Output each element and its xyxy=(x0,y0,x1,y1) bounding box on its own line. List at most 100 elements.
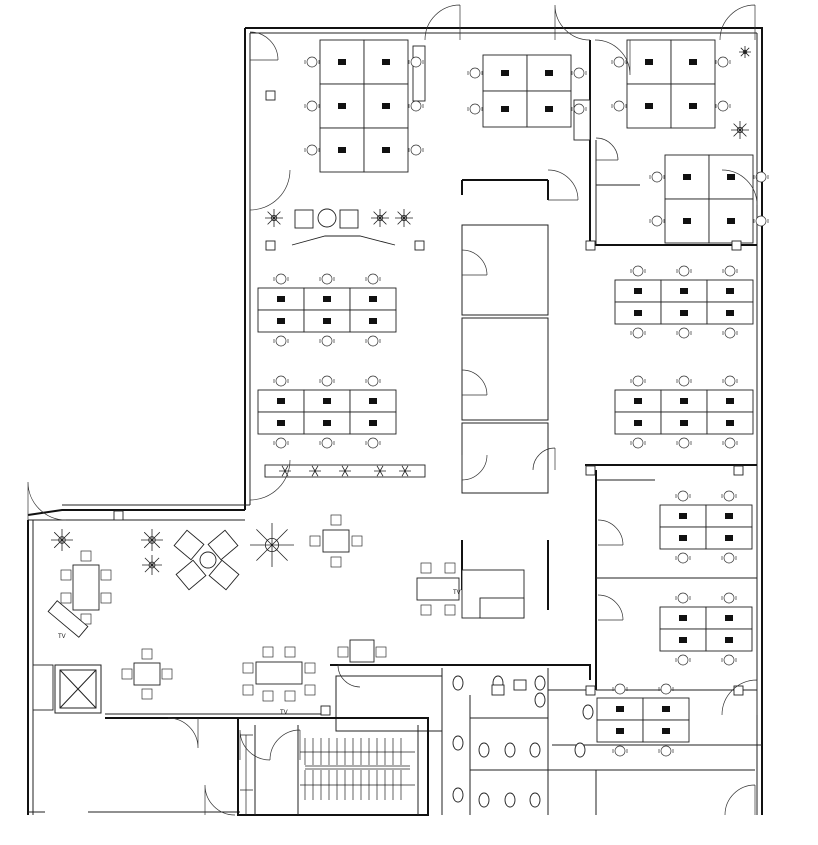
monitor xyxy=(680,398,688,404)
office-chair xyxy=(678,327,690,339)
office-chair xyxy=(632,375,644,387)
monitor xyxy=(725,615,733,621)
plants xyxy=(51,46,751,575)
monitor xyxy=(680,310,688,316)
door-swing xyxy=(249,169,291,211)
office-chair xyxy=(723,654,735,666)
planter-leaves xyxy=(279,465,291,477)
monitor xyxy=(680,420,688,426)
dining-chair xyxy=(262,646,274,658)
planter-leaves xyxy=(374,465,386,477)
monitor xyxy=(634,288,642,294)
toilet xyxy=(574,742,586,758)
chair-arms xyxy=(273,339,289,343)
monitor xyxy=(277,318,285,324)
door-swing xyxy=(554,4,591,41)
chair-arms xyxy=(649,175,665,179)
dining-chair xyxy=(420,562,432,574)
monitor xyxy=(679,535,687,541)
office-chair xyxy=(678,437,690,449)
monitor xyxy=(679,637,687,643)
door-swing xyxy=(595,137,619,161)
column xyxy=(113,510,124,521)
chair-arms xyxy=(273,441,289,445)
monitor xyxy=(726,310,734,316)
plant-leaves xyxy=(739,46,751,58)
monitor xyxy=(338,59,346,65)
toilet xyxy=(478,792,490,808)
office-chair xyxy=(614,683,626,695)
monitor xyxy=(634,398,642,404)
door-swing xyxy=(724,784,756,816)
monitor xyxy=(727,174,735,180)
monitor xyxy=(338,103,346,109)
plant-leaves xyxy=(265,209,283,227)
office-chair xyxy=(660,745,672,757)
chair-arms xyxy=(408,104,424,108)
chair-arms xyxy=(630,441,646,445)
dining-chair xyxy=(330,514,342,526)
chair-arms xyxy=(571,71,587,75)
office-chair xyxy=(613,56,625,68)
dining-chair xyxy=(80,613,92,625)
plant-leaves xyxy=(731,121,749,139)
column xyxy=(320,705,331,716)
toilet xyxy=(529,742,541,758)
door-swing xyxy=(547,169,579,201)
tv-label-lounge: TV xyxy=(58,634,66,640)
column xyxy=(731,240,742,251)
sink xyxy=(513,679,527,691)
dining-chair xyxy=(444,562,456,574)
office-chair xyxy=(469,67,481,79)
office-chair xyxy=(410,56,422,68)
monitor xyxy=(323,398,331,404)
chair-arms xyxy=(676,269,692,273)
office-chair xyxy=(321,437,333,449)
door-swing xyxy=(461,454,488,481)
chair-arms xyxy=(649,219,665,223)
column xyxy=(733,465,744,476)
door-swing xyxy=(269,729,301,761)
office-chair xyxy=(717,100,729,112)
monitor xyxy=(616,728,624,734)
monitor xyxy=(726,288,734,294)
chair-arms xyxy=(721,556,737,560)
plant-leaves xyxy=(250,523,294,567)
monitor xyxy=(645,59,653,65)
door-swing xyxy=(719,4,756,41)
office-chair xyxy=(677,490,689,502)
chair-arms xyxy=(721,494,737,498)
chair-arms xyxy=(715,104,731,108)
dining-chair xyxy=(309,535,321,547)
chair-arms xyxy=(408,60,424,64)
plant-leaves xyxy=(371,209,389,227)
monitor xyxy=(338,147,346,153)
chair-arms xyxy=(571,107,587,111)
chair-arms xyxy=(319,379,335,383)
office-chair xyxy=(613,100,625,112)
monitor xyxy=(545,106,553,112)
dining-chair xyxy=(100,592,112,604)
monitor xyxy=(634,420,642,426)
chair-arms xyxy=(721,596,737,600)
door-swing xyxy=(461,249,488,276)
monitor xyxy=(277,398,285,404)
chair-arms xyxy=(304,60,320,64)
office-chair xyxy=(724,265,736,277)
office-chair xyxy=(678,375,690,387)
chair-arms xyxy=(365,277,381,281)
office-chair xyxy=(321,375,333,387)
chair-arms xyxy=(721,658,737,662)
monitor xyxy=(727,218,735,224)
dining-tables xyxy=(72,529,460,686)
office-chair xyxy=(723,552,735,564)
monitor xyxy=(501,70,509,76)
chair-arms xyxy=(319,339,335,343)
monitor xyxy=(634,310,642,316)
office-chair xyxy=(678,265,690,277)
door-swing xyxy=(424,4,461,41)
dining-chair xyxy=(420,604,432,616)
monitor xyxy=(323,296,331,302)
dining-chair xyxy=(284,690,296,702)
